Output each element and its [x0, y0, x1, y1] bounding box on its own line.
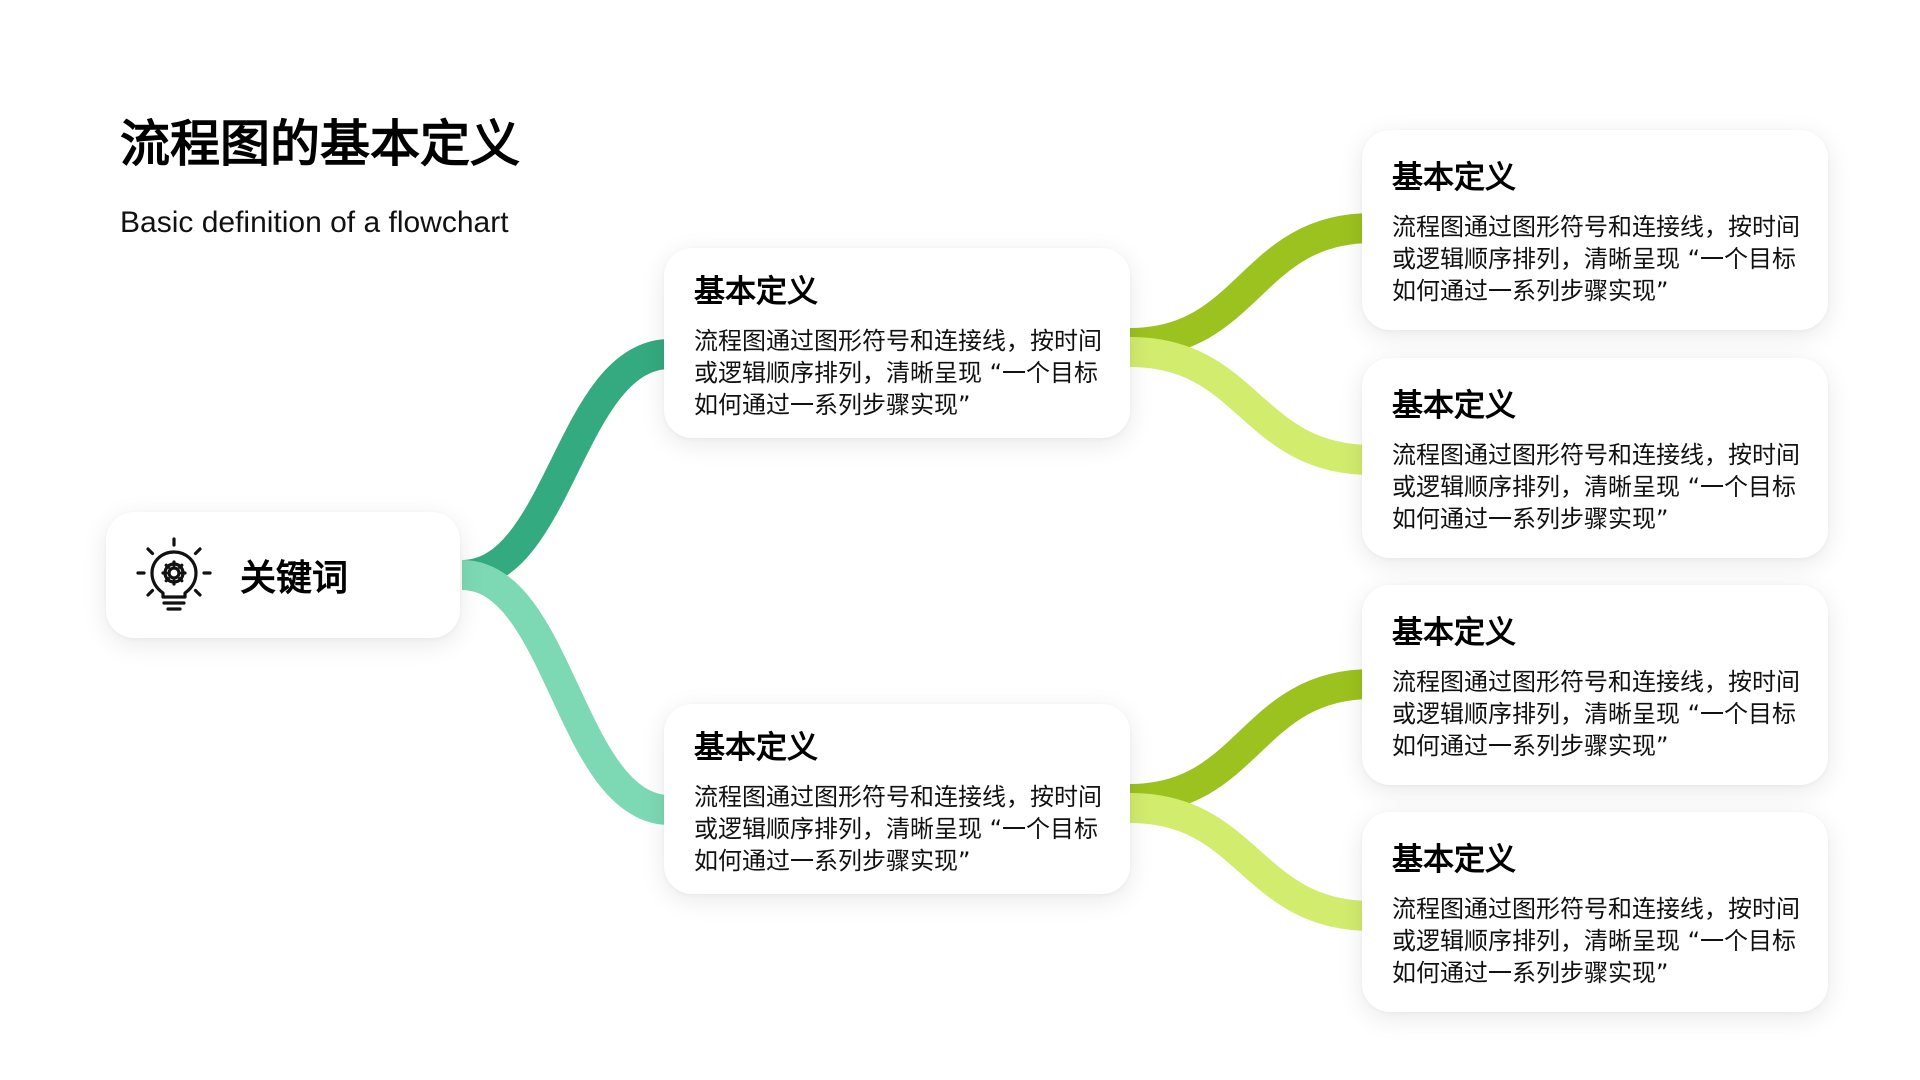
connector-lower-to-leaf-4	[1129, 793, 1373, 931]
page-subtitle: Basic definition of a flowchart	[120, 206, 509, 239]
connector-upper-to-leaf-2	[1129, 337, 1373, 475]
leaf-body: 流程图通过图形符号和连接线，按时间或逻辑顺序排列，清晰呈现 “一个目标如何通过一…	[1392, 895, 1800, 988]
branch-node-lower: 基本定义 流程图通过图形符号和连接线，按时间或逻辑顺序排列，清晰呈现 “一个目标…	[664, 704, 1130, 894]
leaf-body: 流程图通过图形符号和连接线，按时间或逻辑顺序排列，清晰呈现 “一个目标如何通过一…	[1392, 213, 1800, 306]
connector-root-to-upper	[460, 339, 672, 590]
branch-heading: 基本定义	[694, 274, 818, 310]
lightbulb-gear-icon	[136, 537, 212, 611]
connector-root-to-lower	[460, 560, 672, 825]
leaf-node-1: 基本定义 流程图通过图形符号和连接线，按时间或逻辑顺序排列，清晰呈现 “一个目标…	[1362, 130, 1828, 330]
leaf-node-4: 基本定义 流程图通过图形符号和连接线，按时间或逻辑顺序排列，清晰呈现 “一个目标…	[1362, 812, 1828, 1012]
root-node: 关键词	[106, 512, 460, 638]
leaf-heading: 基本定义	[1392, 842, 1516, 878]
leaf-heading: 基本定义	[1392, 388, 1516, 424]
page-title: 流程图的基本定义	[120, 115, 520, 173]
branch-node-upper: 基本定义 流程图通过图形符号和连接线，按时间或逻辑顺序排列，清晰呈现 “一个目标…	[664, 248, 1130, 438]
root-label: 关键词	[240, 558, 349, 599]
branch-heading: 基本定义	[694, 730, 818, 766]
branch-body: 流程图通过图形符号和连接线，按时间或逻辑顺序排列，清晰呈现 “一个目标如何通过一…	[694, 783, 1102, 876]
leaf-node-3: 基本定义 流程图通过图形符号和连接线，按时间或逻辑顺序排列，清晰呈现 “一个目标…	[1362, 585, 1828, 785]
branch-body: 流程图通过图形符号和连接线，按时间或逻辑顺序排列，清晰呈现 “一个目标如何通过一…	[694, 327, 1102, 420]
leaf-heading: 基本定义	[1392, 160, 1516, 196]
leaf-node-2: 基本定义 流程图通过图形符号和连接线，按时间或逻辑顺序排列，清晰呈现 “一个目标…	[1362, 358, 1828, 558]
leaf-heading: 基本定义	[1392, 615, 1516, 651]
connector-lower-to-leaf-3	[1129, 669, 1373, 814]
connector-upper-to-leaf-1	[1129, 213, 1373, 358]
leaf-body: 流程图通过图形符号和连接线，按时间或逻辑顺序排列，清晰呈现 “一个目标如何通过一…	[1392, 441, 1800, 534]
leaf-body: 流程图通过图形符号和连接线，按时间或逻辑顺序排列，清晰呈现 “一个目标如何通过一…	[1392, 668, 1800, 761]
